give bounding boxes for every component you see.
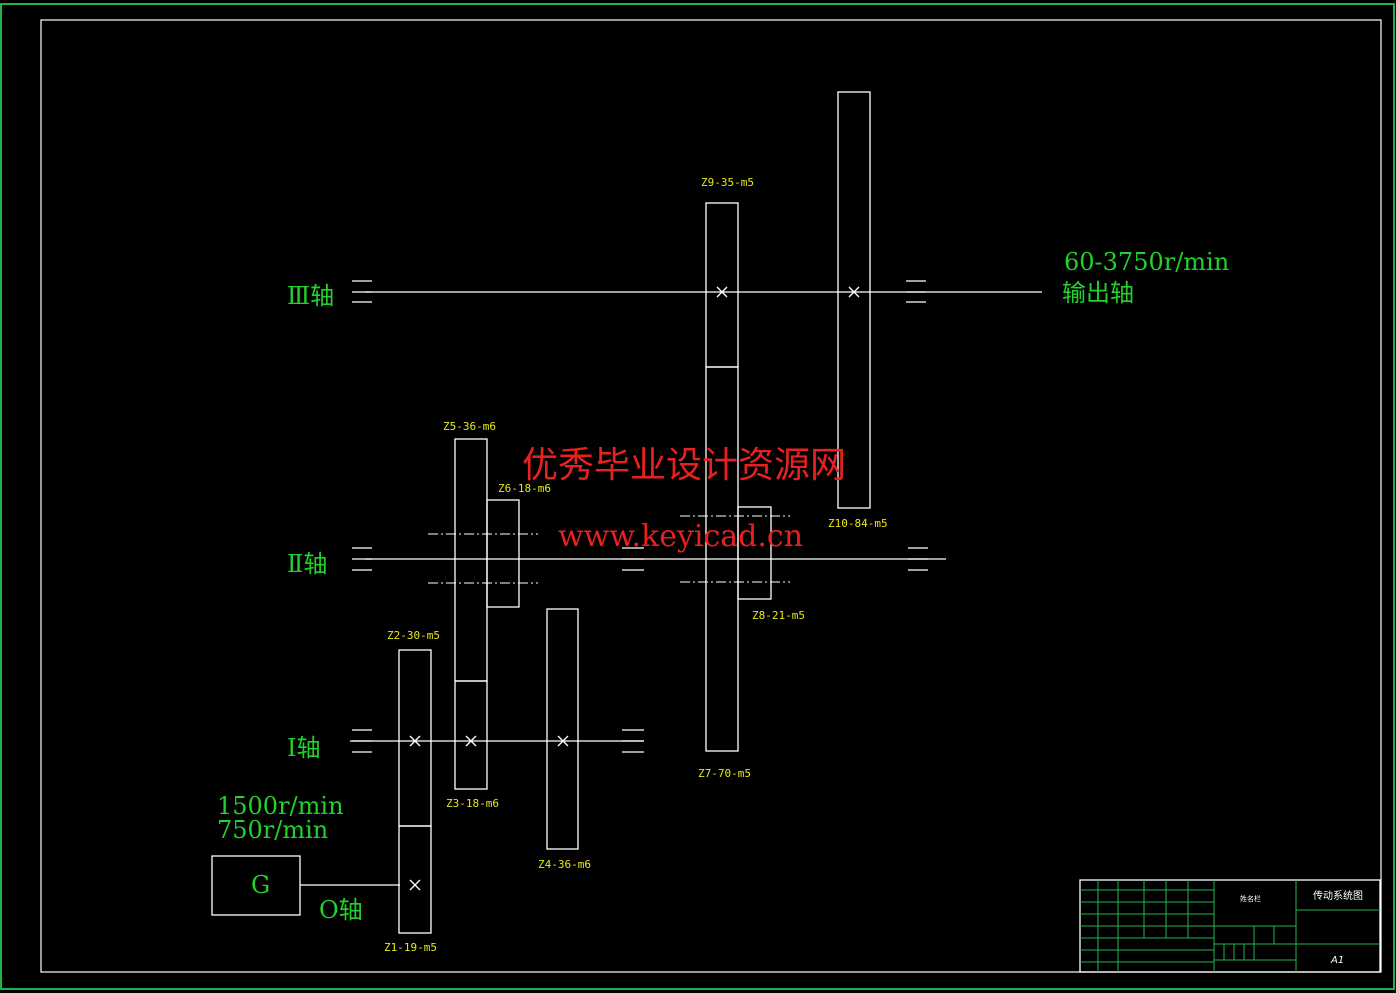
fixed-mount-mark	[409, 879, 421, 891]
gear-z9	[705, 202, 739, 368]
bearing-symbol	[352, 547, 372, 571]
gear-z10-label: Z10-84-m5	[828, 517, 888, 530]
watermark-title: 优秀毕业设计资源网	[522, 445, 846, 486]
gear-z5-label: Z5-36-m6	[443, 420, 496, 433]
gear-z2	[398, 649, 432, 827]
bearing-symbol	[908, 547, 928, 571]
fixed-mount-mark	[848, 286, 860, 298]
bearing-symbol	[906, 280, 926, 303]
fixed-mount-mark	[409, 735, 421, 747]
gear-z6	[486, 499, 520, 608]
shaft-2	[352, 515, 946, 584]
gear-z3-label: Z3-18-m6	[446, 797, 499, 810]
gear-z7-label: Z7-70-m5	[698, 767, 751, 780]
gear-z8-label: Z8-21-m5	[752, 609, 805, 622]
watermark-url: www.keyicad.cn	[558, 519, 803, 554]
gear-z10	[837, 91, 871, 509]
gear-z1	[398, 825, 432, 934]
gear-z8	[737, 506, 772, 600]
outer-border	[0, 3, 1395, 990]
title-block-drawing-title: 传动系统图	[1313, 889, 1363, 902]
gear-z5	[454, 438, 488, 682]
gear-z1-label: Z1-19-m5	[384, 941, 437, 954]
title-block-name-cell: 姓名栏	[1240, 894, 1261, 903]
bearing-symbol	[352, 280, 372, 303]
drawing-frame	[40, 19, 1382, 973]
shaft-3	[352, 280, 1042, 303]
fixed-mount-mark	[716, 286, 728, 298]
shaft-0-label: O轴	[319, 896, 363, 924]
output-speed-label: 60-3750r/min	[1064, 248, 1229, 276]
shaft-1-label: Ⅰ轴	[287, 734, 320, 762]
gear-z9-label: Z9-35-m5	[701, 176, 754, 189]
gear-z3	[454, 680, 488, 790]
output-shaft-label: 输出轴	[1062, 279, 1134, 307]
title-block-sheet-size: A1	[1330, 955, 1344, 966]
bearing-symbol	[622, 547, 644, 571]
fixed-mount-mark	[557, 735, 569, 747]
shaft-1	[350, 729, 644, 753]
gear-z4-label: Z4-36-m6	[538, 858, 591, 871]
gear-z4	[546, 608, 579, 850]
title-block: 姓名栏 传动系统图 A1	[1079, 879, 1381, 973]
motor-box	[211, 855, 301, 916]
bearing-symbol	[622, 729, 644, 753]
gear-z6-label: Z6-18-m6	[498, 482, 551, 495]
shaft-3-label: Ⅲ轴	[287, 282, 334, 310]
shaft-2-label: Ⅱ轴	[287, 550, 327, 578]
fixed-mount-mark	[465, 735, 477, 747]
motor-speed-2: 750r/min	[217, 816, 328, 844]
motor-label: G	[251, 871, 270, 899]
bearing-symbol	[352, 729, 372, 753]
gear-z2-label: Z2-30-m5	[387, 629, 440, 642]
motor-speed-1: 1500r/min	[217, 792, 344, 820]
